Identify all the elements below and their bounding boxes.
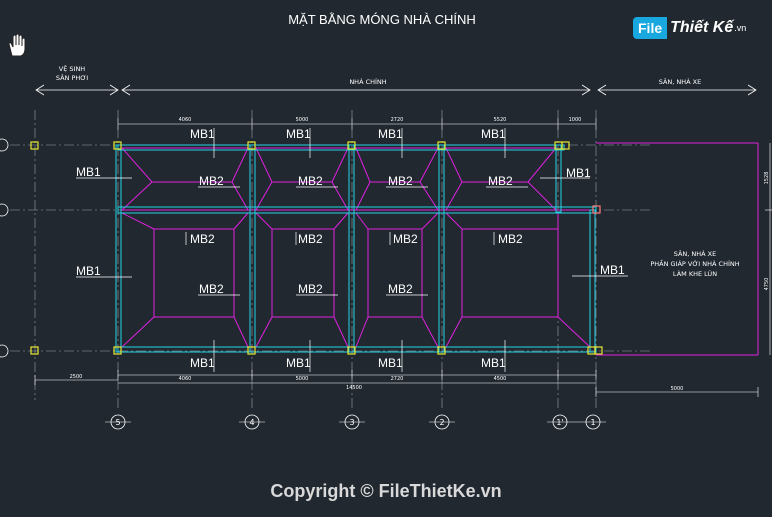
mb1-label: MB1 bbox=[76, 264, 101, 278]
mb2-label: MB2 bbox=[393, 232, 418, 246]
annex-note-line1: SÂN, NHÀ XE bbox=[674, 249, 717, 258]
mb2-label: MB2 bbox=[498, 232, 523, 246]
total-dim: 14500 bbox=[346, 385, 362, 391]
zone-middle-label: NHÀ CHÍNH bbox=[349, 77, 386, 86]
bottom-dim-1: 4060 bbox=[179, 376, 192, 382]
mb1-beam-outline bbox=[115, 144, 597, 353]
logo-text: Thiết Kế bbox=[670, 19, 734, 36]
mb2-beam-pattern bbox=[120, 147, 591, 348]
mb1-label: MB1 bbox=[481, 127, 506, 141]
copyright-watermark: Copyright © FileThietKe.vn bbox=[270, 481, 502, 501]
mb2-label: MB2 bbox=[199, 174, 224, 188]
bottom-dim-3: 2720 bbox=[391, 376, 404, 382]
mb1-label: MB1 bbox=[190, 127, 215, 141]
mb2-label: MB2 bbox=[190, 232, 215, 246]
right-dim-1: 1528 bbox=[764, 172, 770, 185]
logo-badge: File bbox=[633, 17, 668, 39]
zone-right-label: SÂN, NHÀ XE bbox=[659, 77, 702, 86]
annex-note-line2: PHẦN GIÁP VỚI NHÀ CHÍNH bbox=[650, 258, 739, 268]
bottom-dim-2: 5000 bbox=[296, 376, 309, 382]
left-axis-bubbles bbox=[0, 138, 9, 358]
top-dim-5: 1000 bbox=[569, 117, 582, 123]
mb1-label: MB1 bbox=[378, 127, 403, 141]
mb-labels: MB1 MB1 MB1 MB1 MB1 MB1 MB1 MB1 MB1 MB1 … bbox=[76, 127, 625, 370]
mb1-label: MB1 bbox=[600, 263, 625, 277]
mb2-label: MB2 bbox=[298, 174, 323, 188]
top-dim-1: 4060 bbox=[179, 117, 192, 123]
grid-lines-vertical bbox=[34, 110, 597, 410]
top-dim-2: 5000 bbox=[296, 117, 309, 123]
bottom-dim-4: 4500 bbox=[494, 376, 507, 382]
right-dim-2: 4750 bbox=[764, 278, 770, 291]
mb2-label: MB2 bbox=[388, 174, 413, 188]
mb2-label: MB2 bbox=[298, 282, 323, 296]
mb1-label: MB1 bbox=[378, 356, 403, 370]
mb1-label: MB1 bbox=[286, 356, 311, 370]
drawing-title: MẶT BẰNG MÓNG NHÀ CHÍNH bbox=[288, 12, 476, 27]
axis-label-1prime: 1' bbox=[556, 418, 563, 427]
right-dimension-line bbox=[765, 143, 772, 355]
annex-outline bbox=[596, 142, 759, 356]
axis-label-4: 4 bbox=[249, 418, 254, 427]
axis-label-5: 5 bbox=[115, 418, 120, 427]
right-dim: 5000 bbox=[671, 386, 684, 392]
mb2-label: MB2 bbox=[199, 282, 224, 296]
column-markers bbox=[30, 141, 603, 355]
mb1-label: MB1 bbox=[190, 356, 215, 370]
mb1-label: MB1 bbox=[76, 165, 101, 179]
left-dim: 2500 bbox=[70, 374, 83, 380]
mb2-label: MB2 bbox=[388, 282, 413, 296]
axis-label-1: 1 bbox=[590, 418, 595, 427]
mb1-label: MB1 bbox=[481, 356, 506, 370]
bottom-axis-bubbles bbox=[105, 414, 606, 430]
bottom-dimension-lines bbox=[34, 370, 759, 397]
grid-lines-horizontal bbox=[10, 144, 650, 352]
axis-label-2: 2 bbox=[439, 418, 444, 427]
filethietke-logo: File Thiết Kế .vn bbox=[633, 14, 746, 42]
hand-cursor-icon bbox=[8, 34, 26, 57]
mb1-label: MB1 bbox=[566, 166, 591, 180]
top-dim-3: 2720 bbox=[391, 117, 404, 123]
mb2-label: MB2 bbox=[488, 174, 513, 188]
zone-left-line2: SÂN PHƠI bbox=[56, 73, 88, 82]
annex-note-line3: LÀM KHE LÚN bbox=[673, 269, 717, 278]
axis-label-3: 3 bbox=[349, 418, 354, 427]
mb1-label: MB1 bbox=[286, 127, 311, 141]
mb2-label: MB2 bbox=[298, 232, 323, 246]
label-leaders bbox=[76, 128, 628, 372]
top-dim-4: 5520 bbox=[494, 117, 507, 123]
logo-tld: .vn bbox=[734, 23, 747, 33]
zone-headers bbox=[35, 84, 757, 96]
zone-left-line1: VỆ SINH bbox=[59, 64, 86, 73]
